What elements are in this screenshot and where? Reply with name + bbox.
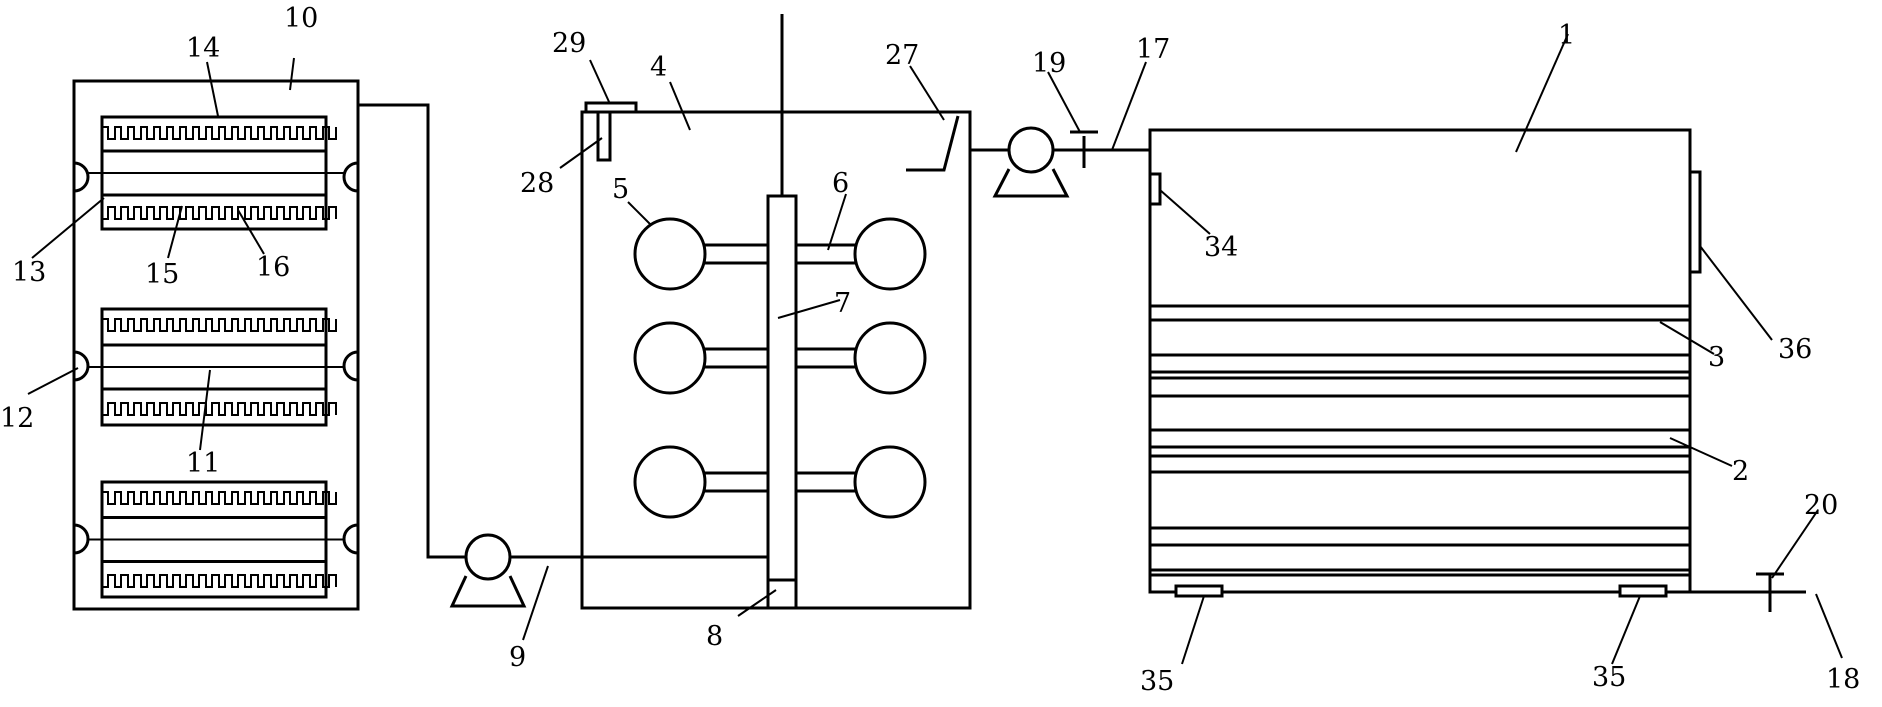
comb-top	[102, 126, 337, 140]
ball-right	[853, 321, 927, 395]
label-17: 17	[1136, 34, 1170, 65]
arm-left	[702, 471, 770, 493]
label-13: 13	[12, 257, 46, 288]
label-29: 29	[552, 28, 586, 59]
arm-left	[702, 243, 770, 265]
filter-cell-3	[88, 480, 344, 599]
label-12: 12	[0, 403, 34, 434]
comb-top	[102, 318, 337, 332]
label-18: 18	[1826, 664, 1860, 695]
arm-left	[702, 347, 770, 369]
label-35-left: 35	[1140, 666, 1174, 697]
label-5: 5	[612, 174, 629, 205]
filter-cell-group	[88, 115, 344, 599]
label-14: 14	[186, 33, 220, 64]
label-20: 20	[1804, 490, 1838, 521]
pipe-center-to-right	[970, 130, 1150, 168]
label-15: 15	[145, 259, 179, 290]
comb-bottom	[102, 574, 337, 588]
label-34: 34	[1204, 232, 1238, 263]
label-27: 27	[885, 40, 919, 71]
center-tank	[580, 14, 972, 610]
filter-cell-2	[88, 307, 344, 427]
pump-right	[992, 126, 1070, 198]
ball-left	[633, 445, 707, 519]
leader-lines	[27, 33, 1843, 665]
comb-top	[102, 491, 337, 505]
plate-stack	[1150, 304, 1690, 577]
comb-bottom	[102, 402, 337, 416]
pipe-left-to-pump	[358, 103, 768, 559]
label-8: 8	[706, 621, 723, 652]
label-3: 3	[1708, 342, 1725, 373]
label-4: 4	[650, 52, 667, 83]
right-tank	[1148, 128, 1702, 598]
outlet-pipe	[1690, 572, 1806, 612]
label-35-right: 35	[1592, 662, 1626, 693]
label-36: 36	[1778, 334, 1812, 365]
arm-right	[794, 347, 862, 369]
label-7: 7	[834, 288, 851, 319]
label-2: 2	[1732, 456, 1749, 487]
filter-cell-1	[88, 115, 344, 231]
ball-left	[633, 217, 707, 291]
label-16: 16	[256, 252, 290, 283]
blade-row-2	[633, 321, 927, 395]
blade-row-3	[633, 445, 927, 519]
arm-right	[794, 471, 862, 493]
stirrer-blade-group	[633, 217, 927, 519]
blade-row-1	[633, 217, 927, 291]
label-10: 10	[284, 3, 318, 34]
ball-left	[633, 321, 707, 395]
ball-right	[853, 445, 927, 519]
part-number-labels: 10 14 13 15 16 12 11 29 28 4 5 6 7 8 9 2…	[0, 3, 1860, 697]
label-6: 6	[832, 168, 849, 199]
pump-left	[449, 533, 527, 608]
left-unit-housing	[72, 79, 360, 611]
ball-right	[853, 217, 927, 291]
label-9: 9	[509, 642, 526, 673]
label-28: 28	[520, 168, 554, 199]
comb-bottom	[102, 206, 337, 220]
label-19: 19	[1032, 48, 1066, 79]
label-1: 1	[1558, 20, 1575, 51]
label-11: 11	[186, 448, 220, 479]
